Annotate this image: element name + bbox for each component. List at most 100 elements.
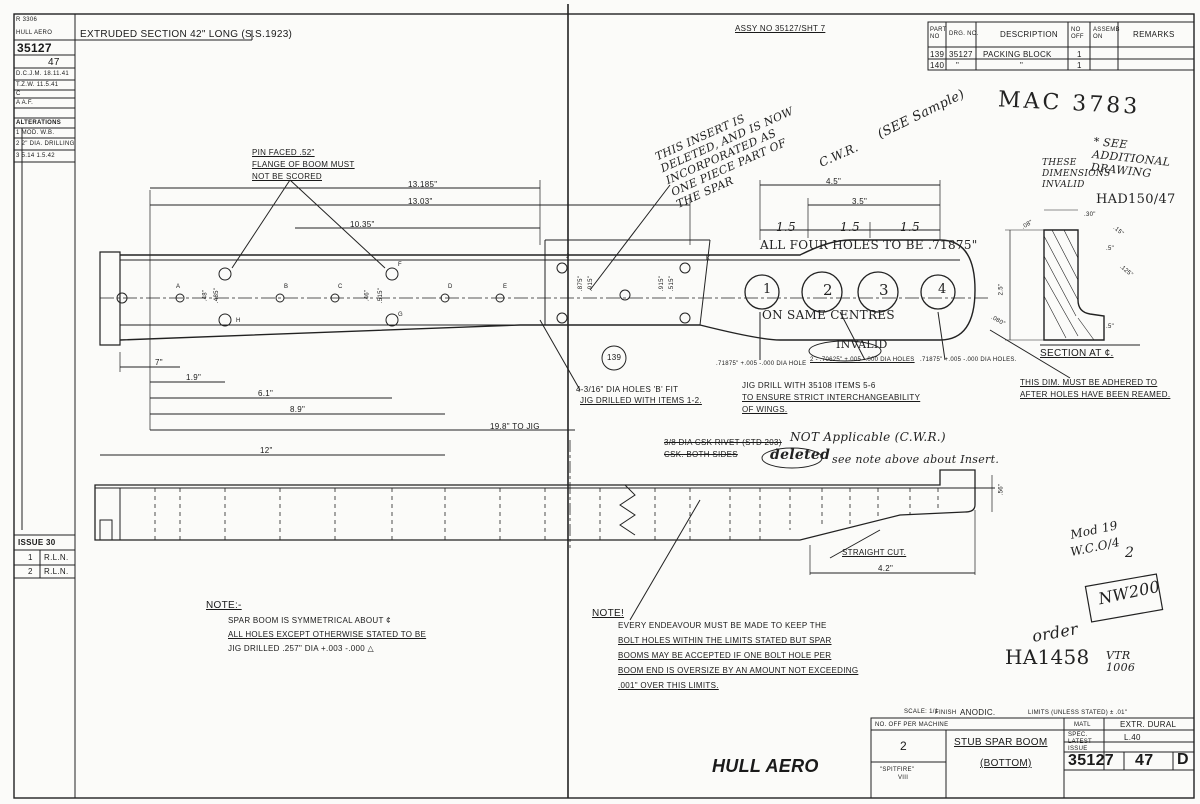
dim-4-2: 4.2" [878, 564, 894, 573]
dim-515-a: .515" [378, 287, 385, 304]
material-label: MATL [1074, 722, 1091, 728]
title-issue-letter: D [1177, 751, 1189, 768]
dim-5-a: .5" [1106, 246, 1115, 252]
note-2-line-3: BOOMS MAY BE ACCEPTED IF ONE BOLT HOLE P… [618, 651, 832, 660]
invalid-note: INVALID [836, 338, 888, 351]
parts-col-drg-no: DRG. NO. [949, 31, 979, 37]
hole-letter-k: K [706, 256, 711, 262]
note-2-title: NOTE! [592, 608, 625, 619]
hole-number-3: 3 [879, 281, 889, 299]
hole-number-1: 1 [763, 282, 772, 297]
title-sheet-number: 47 [1135, 752, 1154, 769]
dim-6-1: 6.1" [258, 389, 274, 398]
note-2-line-5: .001" OVER THIS LIMITS. [618, 681, 719, 690]
note-1-line-3: JIG DRILLED .257" DIA +.003 -.000 △ [228, 644, 375, 653]
note-1-line-1: SPAR BOOM IS SYMMETRICAL ABOUT ¢ [228, 616, 391, 625]
dim-3-5: 3.5" [852, 197, 868, 206]
parts-row-2-off: 1 [1077, 61, 1082, 70]
csk-both-sides-callout: CSK. BOTH SIDES [664, 450, 738, 459]
scale-label: SCALE: 1/1 [904, 709, 939, 715]
drawing-ref: R 3306 [16, 17, 38, 23]
dim-13-185: 13.185" [408, 180, 438, 189]
dim-1-9: 1.9" [186, 373, 202, 382]
hole-letter-g: G [398, 312, 403, 318]
parts-col-part-no: PART NO [930, 27, 947, 40]
had-reference: HAD150/47 [1096, 192, 1176, 207]
hole-letter-a: A [176, 284, 181, 290]
aircraft-name: "SPITFIRE" [880, 767, 915, 773]
not-applicable-note: NOT Applicable (C.W.R.) [790, 430, 946, 444]
issue-row-2-by: R.L.N. [44, 567, 69, 576]
material-value: EXTR. DURAL [1120, 720, 1177, 729]
hole-size-2-callout: 2 - .70625" +.005 -.000 DIA HOLES [810, 357, 915, 363]
spec-label: SPEC. LATEST ISSUE [1068, 732, 1092, 752]
interchangeability-callout: TO ENSURE STRICT INTERCHANGEABILITY [742, 393, 921, 402]
issue-row-2-no: 2 [28, 567, 33, 576]
parts-row-1-off: 1 [1077, 50, 1082, 59]
header-title: EXTRUDED SECTION 42" LONG (S.S.1923) [80, 29, 293, 40]
issue-row-1-no: 1 [28, 553, 33, 562]
dimensions-invalid-note: THESE DIMENSIONS INVALID [1042, 158, 1111, 190]
dim-10-35: 10.35" [350, 220, 375, 229]
hole-number-2: 2 [823, 281, 833, 299]
dim-30: .30" [1084, 212, 1096, 218]
note-1-title: NOTE:- [206, 600, 242, 611]
parts-col-remarks: REMARKS [1133, 30, 1175, 39]
flange-callout: FLANGE OF BOOM MUST [252, 160, 355, 169]
note-2-line-4: BOOM END IS OVERSIZE BY AN AMOUNT NOT EX… [618, 666, 859, 675]
parts-row-2-drg: " [956, 61, 960, 70]
finish-label: FINISH [935, 710, 957, 716]
dim-5-b: .5" [1106, 324, 1115, 330]
holes-b-fit-callout: 4-3/16" DIA HOLES 'B' FIT [576, 385, 679, 394]
parts-row-1-desc: PACKING BLOCK [983, 50, 1052, 59]
dim-19-8-to-jig: 19.8" TO JIG [490, 422, 540, 431]
alterations-title: ALTERATIONS [16, 120, 62, 126]
parts-col-description: DESCRIPTION [1000, 30, 1058, 39]
dim-8-9: 8.9" [290, 405, 306, 414]
hole-letter-d: D [448, 284, 453, 290]
section-label: SECTION AT ¢. [1040, 348, 1114, 359]
company-name: HULL AERO [712, 756, 819, 776]
title-drawing-number: 35127 [1068, 752, 1114, 769]
note-1-line-2: ALL HOLES EXCEPT OTHERWISE STATED TO BE [228, 630, 427, 639]
must-adhere-callout: THIS DIM. MUST BE ADHERED TO [1020, 378, 1158, 387]
spec-value: L.40 [1124, 733, 1141, 742]
parts-row-1-part: 139 [930, 50, 945, 59]
drawing-title: STUB SPAR BOOM [954, 737, 1048, 748]
jig-drilled-items-callout: JIG DRILLED WITH ITEMS 1-2. [580, 396, 702, 405]
aircraft-mark: VIII [898, 775, 909, 781]
dim-875: .875" [578, 275, 585, 292]
strip-approved: A A.F. [16, 100, 34, 106]
finish-value: ANODIC. [960, 708, 996, 717]
strip-drawn: D.C.J.M. 18.11.41 [16, 71, 70, 77]
deleted-note: deleted [770, 447, 831, 463]
dim-515-b: .515" [669, 275, 676, 292]
hole-letter-h: H [236, 318, 241, 324]
alteration-2: 2 2" DIA. DRILLING [16, 141, 75, 147]
of-wings-callout: OF WINGS. [742, 405, 788, 414]
hole-size-1-callout: .71875" +.005 -.000 DIA HOLE [716, 361, 807, 367]
hole-letter-c: C [338, 284, 343, 290]
strip-company: HULL AERO [16, 30, 53, 36]
no-off-label: NO. OFF PER MACHINE [875, 722, 949, 728]
dim-48: .48" [202, 289, 209, 302]
alteration-3: 3 5.14 1.5.42 [16, 153, 55, 159]
hole-letter-b: B [284, 284, 289, 290]
dim-2-5: 2.5" [998, 283, 1005, 296]
dim-13-03: 13.03" [408, 197, 433, 206]
issue-label: ISSUE 30 [18, 538, 56, 547]
part-139-balloon: 139 [607, 353, 622, 362]
dim-56: .56" [998, 483, 1005, 496]
rivet-callout: 3/8 DIA CSK RIVET (STD 203) [664, 438, 782, 447]
dim-46: .46" [364, 289, 371, 302]
limits-label: LIMITS (UNLESS STATED) ± .01" [1028, 710, 1128, 716]
not-scored-callout: NOT BE SCORED [252, 172, 322, 181]
hole-letter-f: F [398, 262, 402, 268]
strip-drawing-number: 35127 [17, 41, 52, 55]
dim-1-5-b: 1.5 [840, 220, 860, 234]
same-centres-note: ON SAME CENTRES [762, 308, 895, 322]
dim-7: 7" [155, 358, 163, 367]
straight-cut-callout: STRAIGHT CUT. [842, 548, 907, 557]
strip-traced: T.Z.W. 11.5.41 [16, 82, 59, 88]
hole-letter-e: E [503, 284, 508, 290]
